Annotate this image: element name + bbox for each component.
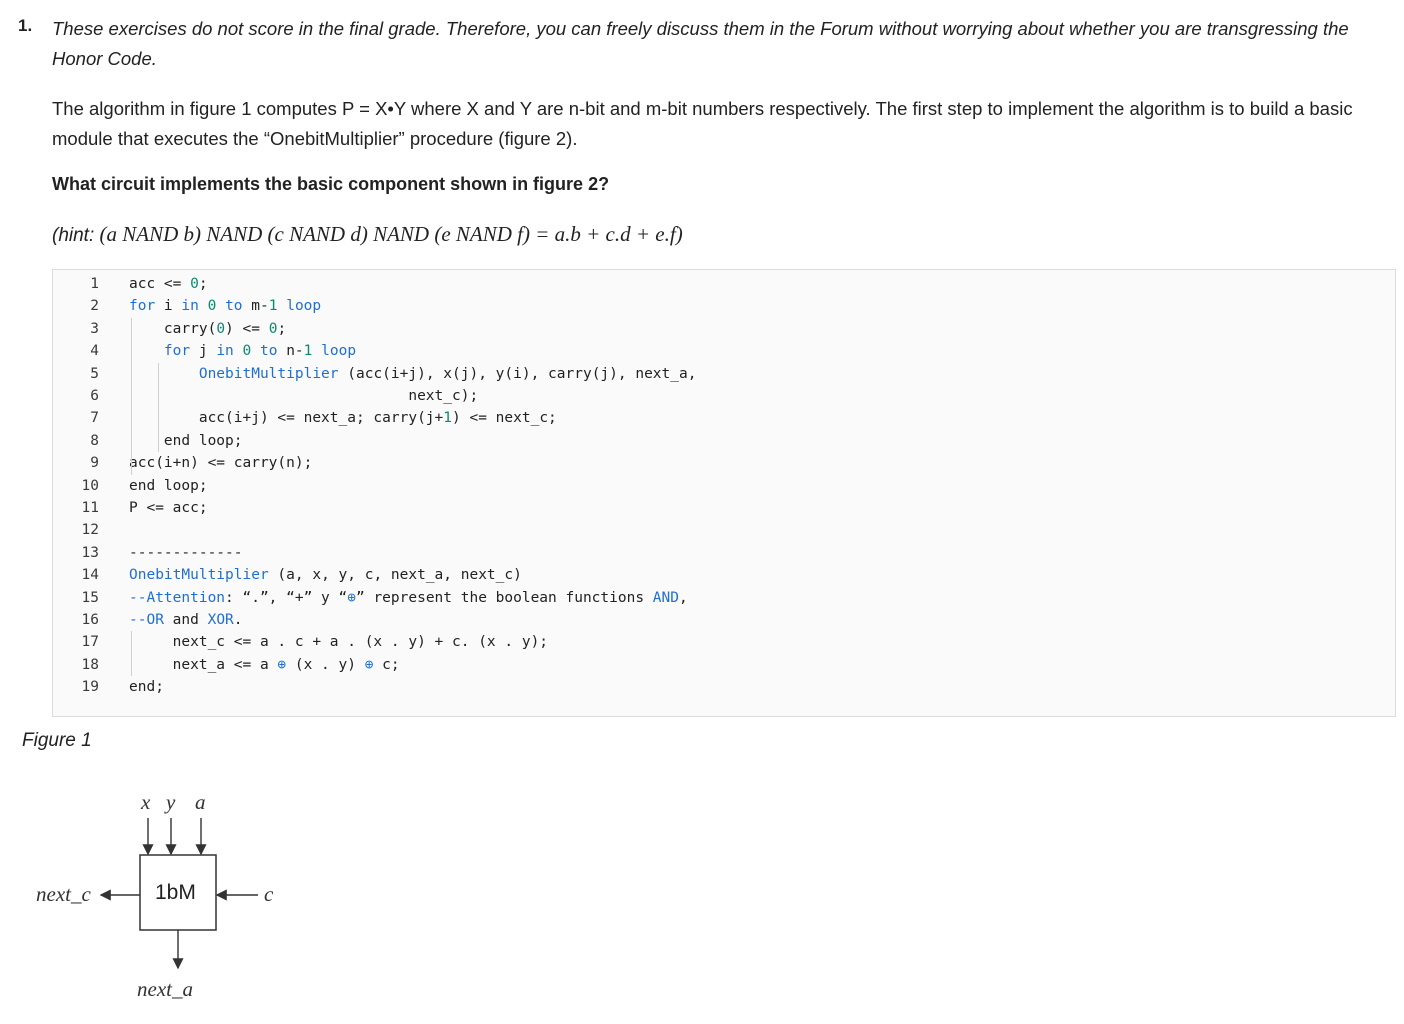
- line-number: 9: [90, 455, 99, 472]
- code-text: --OR and XOR.: [129, 612, 243, 628]
- line-number: 16: [81, 612, 99, 628]
- code-line: 14 OnebitMultiplier (a, x, y, c, next_a, …: [53, 564, 522, 586]
- line-number: 10: [81, 477, 99, 494]
- code-text: end loop;: [129, 432, 243, 449]
- line-number: 11: [81, 500, 99, 516]
- code-line: 5 OnebitMultiplier (acc(i+j), x(j), y(i)…: [53, 363, 696, 385]
- question-intro: These exercises do not score in the fina…: [52, 18, 1349, 69]
- line-number: 4: [90, 343, 99, 360]
- indent-guide: [158, 362, 159, 453]
- hint: (hint: (a NAND b) NAND (c NAND d) NAND (…: [52, 222, 683, 247]
- code-text: for i in 0 to m-1 loop: [129, 298, 322, 315]
- code-text: acc(i+j) <= next_a; carry(j+1) <= next_c…: [129, 410, 557, 427]
- line-number: 13: [81, 544, 99, 561]
- code-line: 8 end loop;: [53, 430, 242, 452]
- code-text: end;: [129, 679, 164, 696]
- code-text: end loop;: [129, 477, 208, 494]
- line-number: 6: [90, 388, 99, 404]
- line-number: 14: [81, 567, 99, 584]
- code-text: acc(i+n) <= carry(n);: [129, 455, 313, 472]
- line-number: 8: [90, 432, 99, 449]
- code-text: OnebitMultiplier (acc(i+j), x(j), y(i), …: [198, 365, 697, 382]
- code-text: OnebitMultiplier (a, x, y, c, next_a, ne…: [129, 567, 522, 584]
- code-text: acc <= 0;: [129, 276, 208, 292]
- code-text: -------------: [129, 544, 243, 561]
- hint-formula: (a NAND b) NAND (c NAND d) NAND (e NAND …: [99, 222, 683, 246]
- code-line: 9 acc(i+n) <= carry(n);: [53, 452, 312, 474]
- code-line: 16 --OR and XOR.: [53, 609, 243, 631]
- indent-guide: [131, 631, 132, 677]
- code-block: 1 acc <= 0; 2 for i in 0 to m-1 loop 3 carry…: [52, 269, 1396, 717]
- line-number: 15: [81, 589, 99, 606]
- label-x: x: [141, 790, 151, 814]
- diagram-svg: [99, 818, 258, 970]
- code-line: 1 acc <= 0;: [53, 273, 207, 295]
- line-number: 18: [81, 656, 99, 673]
- figure1-caption: Figure 1: [22, 730, 92, 751]
- label-c: c: [264, 882, 274, 906]
- code-text: --Attention: “.”, “+” y “⊕” represent th…: [129, 589, 688, 606]
- label-next-a: next_a: [137, 977, 193, 1001]
- indent-guide: [131, 317, 132, 475]
- line-number: 7: [90, 410, 99, 427]
- onebit-multiplier-diagram: x y a 1bM c next_c next_a: [0, 760, 400, 1024]
- question-prompt: What circuit implements the basic compon…: [52, 174, 610, 194]
- code-line: 7 acc(i+j) <= next_a; carry(j+1) <= next…: [53, 407, 557, 429]
- line-number: 12: [81, 522, 99, 539]
- hint-label: (hint:: [52, 225, 95, 246]
- code-line: 19 end;: [53, 676, 164, 698]
- code-line: 2 for i in 0 to m-1 loop: [53, 295, 321, 317]
- code-line: 11 P <= acc;: [53, 497, 208, 519]
- code-line: 15 --Attention: “.”, “+” y “⊕” represent …: [53, 587, 688, 609]
- code-line: 13 -------------: [53, 542, 243, 564]
- code-text: for j in 0 to n-1 loop: [163, 343, 357, 360]
- question-number: 1.: [18, 16, 33, 35]
- code-line: 10 end loop;: [53, 475, 208, 497]
- code-line: 3 carry(0) <= 0;: [53, 318, 286, 340]
- line-number: 17: [81, 634, 99, 651]
- code-text: next_c <= a . c + a . (x . y) + c. (x . …: [129, 634, 549, 651]
- code-line: 12: [53, 519, 99, 541]
- line-number: 19: [81, 679, 99, 696]
- code-line: 6 next_c);: [53, 385, 478, 407]
- code-text: carry(0) <= 0;: [129, 320, 287, 337]
- onebit-block: [139, 854, 217, 931]
- line-number: 1: [90, 276, 99, 292]
- code-line: 4 for j in 0 to n-1 loop: [53, 340, 356, 362]
- label-next-c: next_c: [36, 882, 91, 906]
- code-text: next_a <= a ⊕ (x . y) ⊕ c;: [129, 656, 400, 673]
- label-a: a: [195, 790, 206, 814]
- line-number: 3: [90, 320, 99, 337]
- line-number: 5: [90, 365, 99, 382]
- question-paragraph: The algorithm in figure 1 computes P = X…: [52, 98, 1353, 149]
- block-label: 1bM: [155, 881, 196, 904]
- code-text: P <= acc;: [129, 500, 208, 516]
- code-line: 17 next_c <= a . c + a . (x . y) + c. (x…: [53, 631, 549, 653]
- line-number: 2: [90, 298, 99, 315]
- label-y: y: [166, 790, 176, 814]
- code-line: 18 next_a <= a ⊕ (x . y) ⊕ c;: [53, 654, 400, 676]
- code-text: next_c);: [129, 388, 479, 404]
